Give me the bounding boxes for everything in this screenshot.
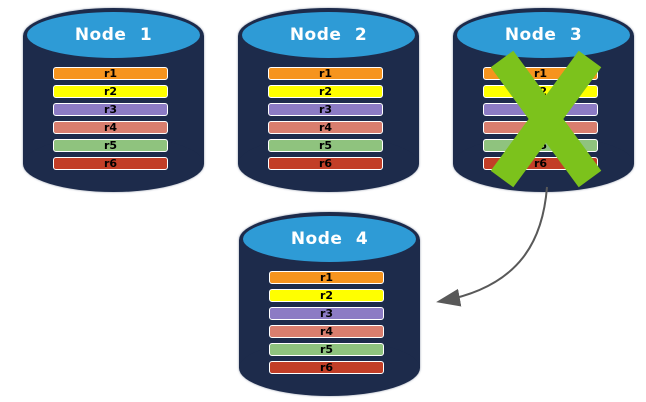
node-label: Node 2 <box>289 25 368 45</box>
replica-bar-r2: r2 <box>269 289 384 302</box>
node-2: Node 2 r1 r2 r3 r4 r5 r6 <box>238 8 419 192</box>
node-3-failed: Node 3 r1 r2 r3 r4 r5 r6 <box>453 8 634 192</box>
replica-bar-r5: r5 <box>53 139 168 152</box>
node-4: Node 4 r1 r2 r3 r4 r5 r6 <box>239 212 420 396</box>
replica-bar-r6: r6 <box>268 157 383 170</box>
replica-bar-r6: r6 <box>53 157 168 170</box>
replica-bar-r4: r4 <box>53 121 168 134</box>
replica-stack: r1 r2 r3 r4 r5 r6 <box>268 67 383 175</box>
node-1: Node 1 r1 r2 r3 r4 r5 r6 <box>23 8 204 192</box>
cylinder-lid <box>457 12 630 58</box>
replica-bar-r3: r3 <box>269 307 384 320</box>
replica-stack: r1 r2 r3 r4 r5 r6 <box>269 271 384 379</box>
cylinder-lid <box>243 216 416 262</box>
node-label: Node 1 <box>74 25 153 45</box>
replica-bar-r2: r2 <box>53 85 168 98</box>
replica-bar-r5: r5 <box>269 343 384 356</box>
replica-bar-r4: r4 <box>269 325 384 338</box>
node-label: Node 4 <box>290 229 369 249</box>
replica-bar-r3: r3 <box>53 103 168 116</box>
replica-bar-r1: r1 <box>269 271 384 284</box>
replica-bar-r4: r4 <box>268 121 383 134</box>
replica-bar-r1: r1 <box>268 67 383 80</box>
replica-bar-r5: r5 <box>268 139 383 152</box>
replica-bar-r3: r3 <box>268 103 383 116</box>
replica-bar-r2: r2 <box>268 85 383 98</box>
cylinder-lid <box>27 12 200 58</box>
node-label: Node 3 <box>504 25 583 45</box>
replica-bar-r1: r1 <box>53 67 168 80</box>
cylinder-lid <box>242 12 415 58</box>
replica-bar-r6: r6 <box>269 361 384 374</box>
failure-x-icon <box>490 50 602 188</box>
replica-stack: r1 r2 r3 r4 r5 r6 <box>53 67 168 175</box>
